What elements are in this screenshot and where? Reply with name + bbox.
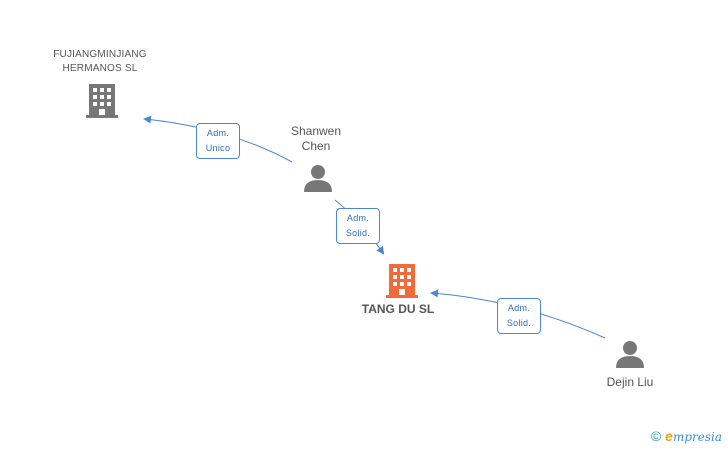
edge-badge-line1: Adm. [346, 213, 370, 223]
company-label-fujiangminjiang[interactable]: FUJIANGMINJIANG HERMANOS SL [40, 48, 160, 76]
main-building-icon[interactable] [386, 264, 418, 298]
edge-badge-line1: Adm. [206, 128, 230, 138]
edge-badge-line1: Adm. [507, 303, 531, 313]
person-label-line1: Shanwen [290, 124, 342, 138]
edge-badge-line2: Unico [205, 143, 231, 153]
edge-badge-line2: Solid. [345, 228, 371, 238]
main-company-label[interactable]: TANG DU SL [361, 302, 435, 316]
empresia-brand[interactable]: © empresia [651, 428, 722, 444]
person-icon[interactable] [616, 341, 644, 368]
person-icon[interactable] [304, 165, 332, 192]
brand-logo-text: mpresia [672, 430, 722, 444]
person-label-dejin-liu[interactable]: Dejin Liu [606, 375, 654, 389]
copyright-symbol: © [650, 428, 662, 444]
person-label-line2: Chen [301, 139, 331, 153]
edge-badge-adm-solid-top[interactable]: Adm. Solid. [336, 208, 380, 244]
brand-logo-letter: e [665, 428, 673, 444]
company-label-line2: HERMANOS SL [62, 63, 138, 74]
building-icon[interactable] [86, 84, 118, 118]
edge-badge-adm-solid-bottom[interactable]: Adm. Solid. [497, 298, 541, 334]
edge-badge-adm-unico[interactable]: Adm. Unico [196, 123, 240, 159]
person-label-shanwen-chen[interactable]: Shanwen Chen [276, 124, 356, 154]
company-label-line1: FUJIANGMINJIANG [53, 49, 147, 60]
edge-badge-line2: Solid. [506, 318, 532, 328]
